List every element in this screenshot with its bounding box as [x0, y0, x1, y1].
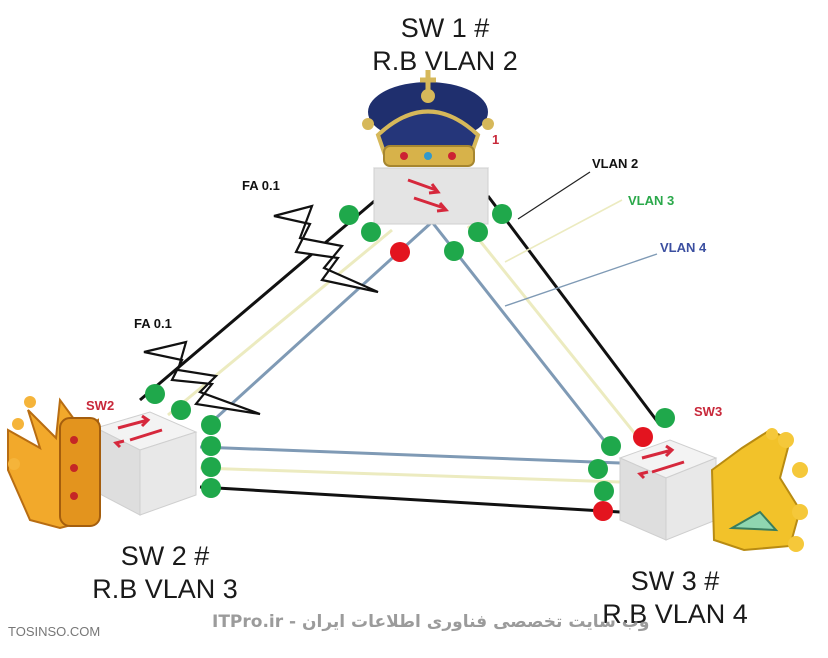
- switch-side-face: [139, 431, 197, 516]
- gold-crown-icon: [710, 428, 808, 552]
- switch-sw1[interactable]: [373, 167, 490, 225]
- link-sw1-sw3-vlan2: [486, 195, 662, 426]
- lightning-bolt-icon: [273, 204, 379, 294]
- link-sw2-sw3-vlan4: [199, 445, 621, 465]
- arrows-icon: [637, 444, 685, 480]
- link-sw1-sw2-vlan3: [167, 228, 393, 417]
- port-sw3-sw1-vlan2: [655, 408, 675, 428]
- arrows-icon: [407, 178, 449, 213]
- link-sw2-sw3-vlan2: [199, 485, 621, 514]
- watermark-tosinso: TOSINSO.COM: [8, 624, 101, 639]
- switch-sw2[interactable]: [94, 411, 198, 516]
- vlan2-label: VLAN 2: [592, 156, 639, 171]
- sw2-tag: SW2: [86, 398, 115, 413]
- title-line2: R.B VLAN 3: [92, 574, 238, 604]
- title-line2: R.B VLAN 4: [602, 599, 748, 629]
- title-line1: SW 1 #: [400, 13, 490, 43]
- port-sw2-sw1-vlan2: [145, 384, 165, 404]
- link-sw2-sw3-vlan3: [199, 466, 621, 484]
- sw3-tag: SW3: [694, 404, 723, 419]
- switch-sw3[interactable]: [618, 439, 718, 541]
- vlan4-label: VLAN 4: [660, 240, 707, 255]
- sw1-tag: 1: [492, 132, 500, 147]
- link-sw1-sw2-vlan2: [139, 196, 379, 402]
- fa-label-sw2: FA 0.1: [134, 316, 172, 331]
- port-sw1-sw2-vlan4: [390, 242, 410, 262]
- port-sw2-sw1-vlan3: [171, 400, 191, 420]
- ports: [145, 204, 675, 521]
- gold-crown-icon: [7, 396, 101, 530]
- port-sw2-sw3-vlan2: [201, 478, 221, 498]
- switch-front-face: [373, 167, 489, 225]
- port-sw3-sw2-vlan4: [588, 459, 608, 479]
- watermark-itpro: ITPro.ir - وب سایت تخصصی فناوری اطلاعات …: [212, 612, 650, 632]
- sw3-title: SW 3 # R.B VLAN 4: [580, 565, 770, 631]
- port-sw1-sw3-vlan4: [444, 241, 464, 261]
- port-sw3-sw2-vlan2: [593, 501, 613, 521]
- port-sw3-sw1-vlan3: [633, 427, 653, 447]
- lightning-bolt-icon: [143, 340, 261, 416]
- port-sw1-sw3-vlan2: [492, 204, 512, 224]
- pointer-vlan3: [504, 199, 623, 263]
- port-sw3-sw1-vlan4: [601, 436, 621, 456]
- port-sw2-sw1-vlan4: [201, 415, 221, 435]
- vlan3-label: VLAN 3: [628, 193, 675, 208]
- link-sw1-sw3-vlan4: [430, 221, 612, 449]
- sw1-title: SW 1 # R.B VLAN 2: [350, 12, 540, 78]
- port-sw2-sw3-vlan3: [201, 457, 221, 477]
- title-line2: R.B VLAN 2: [372, 46, 518, 76]
- port-sw1-sw3-vlan3: [468, 222, 488, 242]
- title-line1: SW 3 #: [630, 566, 720, 596]
- title-line1: SW 2 #: [120, 541, 210, 571]
- arrows-icon: [113, 414, 163, 449]
- port-sw1-sw2-vlan3: [361, 222, 381, 242]
- royal-crown-icon: [362, 70, 494, 167]
- port-sw1-sw2-vlan2: [339, 205, 359, 225]
- sw2-title: SW 2 # R.B VLAN 3: [70, 540, 260, 606]
- link-sw1-sw3-vlan3: [466, 225, 642, 441]
- fa-label-sw1: FA 0.1: [242, 178, 280, 193]
- port-sw2-sw3-vlan4: [201, 436, 221, 456]
- port-sw3-sw2-vlan3: [594, 481, 614, 501]
- pointer-vlan2: [517, 171, 591, 220]
- pointer-vlan4: [504, 253, 658, 307]
